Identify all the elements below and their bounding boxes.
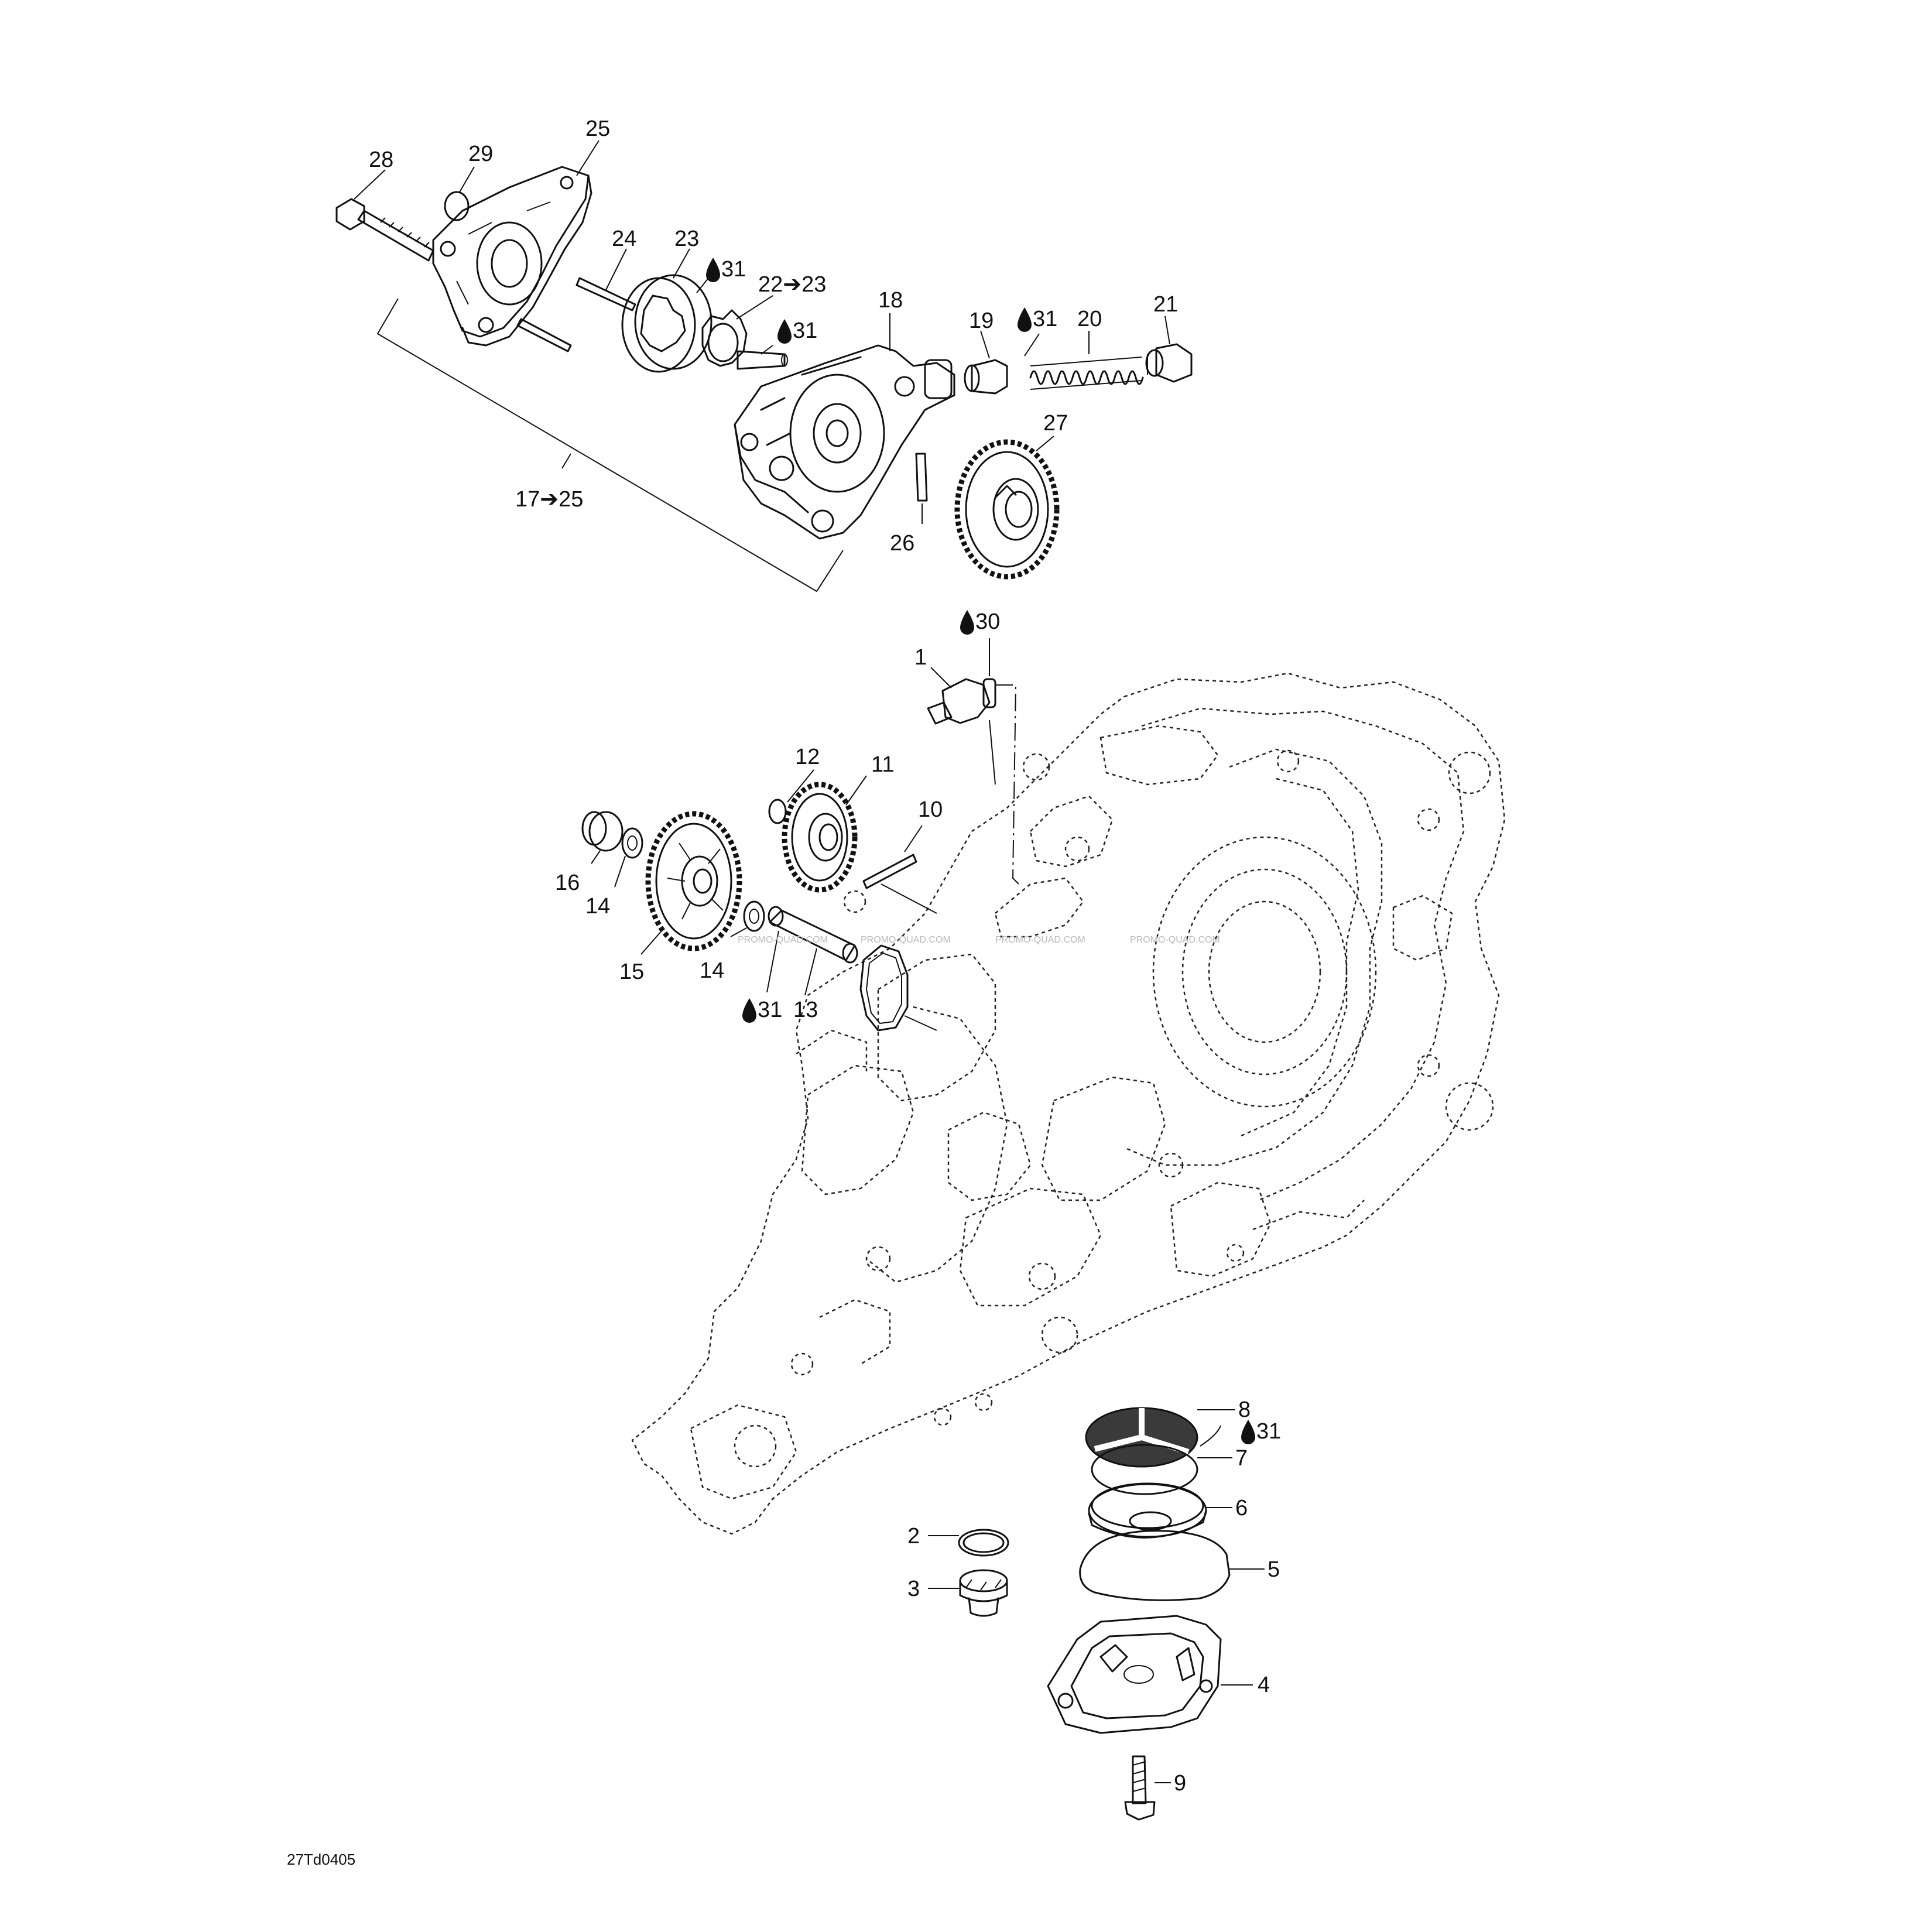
callout-28: 28 <box>369 148 393 172</box>
callout-22-23: 22➔23 <box>758 272 826 297</box>
callout-16: 16 <box>555 871 580 895</box>
outer-rotor-23 <box>621 274 712 373</box>
oil-drop-icon <box>706 258 720 282</box>
gasket-5 <box>1079 1530 1231 1601</box>
bolt-28 <box>335 198 434 262</box>
callout-13: 13 <box>793 998 818 1022</box>
strainer-screen-8 <box>1085 1407 1198 1468</box>
bolt-9 <box>1124 1755 1156 1821</box>
pin-10 <box>862 854 917 889</box>
pump-cover-25 <box>432 166 592 347</box>
o-ring-7 <box>1091 1444 1198 1495</box>
callout-14b: 14 <box>700 958 724 983</box>
callout-9: 9 <box>1174 1771 1186 1796</box>
svg-text:31: 31 <box>721 257 746 282</box>
o-ring-2 <box>958 1529 1009 1557</box>
svg-text:31: 31 <box>758 998 782 1022</box>
spring-20 <box>1029 357 1144 390</box>
watermark-text: PROMO-QUAD.COM <box>995 935 1085 945</box>
oil-drop-icon <box>1241 1420 1255 1444</box>
callout-4: 4 <box>1258 1673 1270 1697</box>
pump-housing-18 <box>734 344 955 540</box>
callout-6: 6 <box>1235 1496 1248 1520</box>
lubricant-ref-31a: 31 <box>706 257 746 282</box>
callout-3: 3 <box>907 1577 920 1601</box>
oil-pressure-sensor-1 <box>927 678 1019 885</box>
callout-2: 2 <box>907 1524 920 1549</box>
callout-15: 15 <box>619 960 644 984</box>
filter-cup-6 <box>1088 1482 1207 1539</box>
plug-21 <box>1145 343 1193 383</box>
svg-text:31: 31 <box>793 318 817 343</box>
assembly-bracket <box>376 298 844 592</box>
cover-4 <box>1047 1615 1222 1734</box>
callout-7: 7 <box>1235 1446 1248 1471</box>
oil-drop-icon <box>960 610 974 635</box>
lubricant-ref-31d: 31 <box>742 998 782 1023</box>
oil-drop-icon <box>777 319 792 344</box>
pin-26 <box>915 453 928 502</box>
oil-drop-icon <box>1018 307 1032 332</box>
svg-text:31: 31 <box>1256 1419 1281 1444</box>
gear-27 <box>954 439 1060 580</box>
callout-14a: 14 <box>585 894 610 919</box>
callout-19: 19 <box>969 309 994 333</box>
gear-11 <box>782 782 858 893</box>
bushing-16 <box>581 811 624 852</box>
callout-26: 26 <box>890 531 914 556</box>
callout-10: 10 <box>918 797 943 822</box>
callout-8: 8 <box>1238 1397 1251 1422</box>
lubricant-ref-31e: 31 <box>1241 1419 1281 1444</box>
callout-17-25: 17➔25 <box>515 487 583 512</box>
callout-29: 29 <box>468 142 493 166</box>
callout-20: 20 <box>1077 307 1102 331</box>
circlip-12 <box>768 799 787 824</box>
callout-24: 24 <box>612 227 636 251</box>
seal-ring <box>859 944 909 1032</box>
drain-plug-3 <box>959 1569 1008 1617</box>
callout-5: 5 <box>1268 1557 1280 1582</box>
pins-24 <box>516 277 636 352</box>
callout-18: 18 <box>878 288 903 313</box>
shaft-13 <box>768 906 858 964</box>
gear-15 <box>645 811 742 951</box>
callout-25: 25 <box>585 117 610 141</box>
inner-rotor-22 <box>701 309 788 370</box>
oil-drop-icon <box>742 998 756 1023</box>
watermark-text: PROMO-QUAD.COM <box>861 935 951 945</box>
callout-1: 1 <box>914 645 927 670</box>
watermark-text: PROMO-QUAD.COM <box>738 935 828 945</box>
callout-12: 12 <box>795 745 820 769</box>
valve-19 <box>964 359 1008 395</box>
svg-text:31: 31 <box>1033 307 1057 331</box>
callout-11: 11 <box>871 752 894 777</box>
callout-21: 21 <box>1153 292 1178 317</box>
callout-27: 27 <box>1043 411 1068 436</box>
o-ring-29 <box>444 191 470 221</box>
watermarks: PROMO-QUAD.COM PROMO-QUAD.COM PROMO-QUAD… <box>738 935 1220 945</box>
callout-23: 23 <box>674 227 699 251</box>
lubricant-ref-30: 30 <box>960 609 1000 635</box>
lubricant-ref-31b: 31 <box>777 318 817 344</box>
watermark-text: PROMO-QUAD.COM <box>1130 935 1220 945</box>
crankcase-outline <box>631 672 1506 1535</box>
lubricant-ref-31c: 31 <box>1018 307 1057 332</box>
leader-lines <box>354 140 1265 1783</box>
diagram-code: 27Td0405 <box>287 1851 355 1868</box>
callout-labels: 28 29 25 24 23 31 22➔23 31 18 19 31 20 2… <box>369 117 1281 1796</box>
washers-14 <box>621 827 765 932</box>
svg-text:30: 30 <box>975 609 1000 634</box>
